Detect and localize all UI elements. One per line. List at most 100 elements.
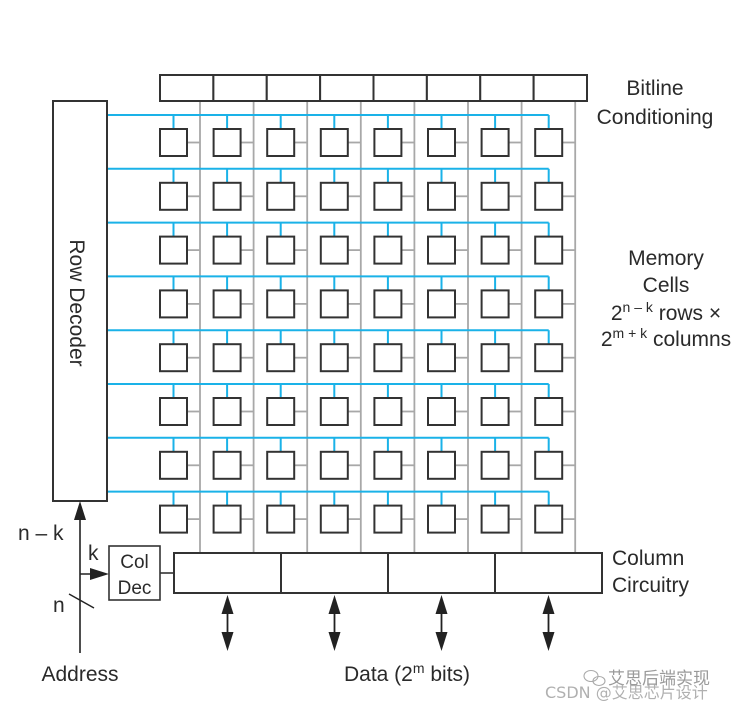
- data-arrow-up-head: [542, 595, 555, 614]
- memory-cell: [266, 343, 296, 373]
- memory-cell: [373, 397, 403, 426]
- address-label: Address: [41, 663, 118, 686]
- memory-cell: [480, 397, 510, 426]
- memory-cell: [480, 235, 510, 265]
- memory-cell: [212, 128, 242, 157]
- bitlines: [187, 101, 577, 553]
- column-circuitry-block: [494, 552, 603, 594]
- memory-cell: [319, 289, 349, 319]
- memory-cell: [319, 504, 349, 534]
- memory-cell: [159, 235, 188, 265]
- bitline-conditioning-block: [319, 74, 375, 102]
- column-circuitry-label-line1: Column: [612, 547, 684, 570]
- memory-cell: [534, 397, 564, 426]
- bitline-conditioning-block: [425, 74, 482, 102]
- data-arrow-down-head: [221, 632, 234, 651]
- memory-cell: [266, 450, 296, 480]
- memory-cell: [427, 235, 456, 265]
- memory-cell: [212, 235, 242, 265]
- memory-cell: [480, 450, 510, 480]
- memory-cell: [534, 181, 564, 211]
- memory-cell: [266, 181, 296, 211]
- data-arrow-up-head: [221, 595, 234, 614]
- wordlines: [107, 114, 550, 506]
- data-arrows: [221, 595, 555, 651]
- memory-cell: [266, 235, 296, 265]
- column-circuitry-block: [387, 552, 496, 594]
- memory-cell: [427, 343, 456, 373]
- bitline-conditioning-block: [372, 74, 428, 102]
- data-arrow-down-head: [542, 632, 555, 651]
- rows-expression: 2n – k rows ×: [611, 299, 721, 325]
- row-decoder-label: Row Decoder: [65, 239, 88, 366]
- memory-cell: [159, 128, 188, 157]
- column-circuitry-block: [173, 552, 282, 594]
- column-circuitry-blocks: [173, 552, 603, 594]
- memory-cell: [319, 450, 349, 480]
- column-circuitry-label-line2: Circuitry: [612, 574, 689, 597]
- bitline-conditioning-label-line1: Bitline: [626, 77, 683, 100]
- memory-cell: [373, 289, 403, 319]
- bus-width-slash: [68, 593, 95, 609]
- memory-cells-label-line1: Memory: [628, 247, 704, 270]
- bitline-conditioning-label-line2: Conditioning: [597, 106, 714, 129]
- bitline-conditioning-block: [479, 74, 535, 102]
- memory-cell: [212, 343, 242, 373]
- wechat-icon: [583, 669, 606, 687]
- memory-cell: [373, 343, 403, 373]
- memory-cell: [373, 504, 403, 534]
- bitline-conditioning-blocks: [159, 74, 588, 102]
- memory-cell: [480, 504, 510, 534]
- memory-cell: [480, 181, 510, 211]
- col-dec-box: [108, 545, 161, 601]
- memory-cell: [373, 128, 403, 157]
- memory-cells-label-line2: Cells: [643, 274, 690, 297]
- memory-cell: [319, 397, 349, 426]
- memory-cell: [480, 289, 510, 319]
- memory-cell: [427, 450, 456, 480]
- col-dec-arrowhead: [90, 568, 109, 580]
- memory-cell: [480, 343, 510, 373]
- memory-cell: [534, 128, 564, 157]
- memory-cell: [159, 343, 188, 373]
- memory-cell: [534, 289, 564, 319]
- watermark-line1: 艾思后端实现: [608, 669, 710, 689]
- memory-cell: [266, 289, 296, 319]
- memory-cell: [212, 397, 242, 426]
- memory-cell: [159, 397, 188, 426]
- data-label: Data (2m bits): [344, 660, 470, 686]
- memory-cell: [534, 343, 564, 373]
- memory-cell: [427, 397, 456, 426]
- memory-cell: [373, 181, 403, 211]
- memory-cell: [159, 289, 188, 319]
- row-decoder-box: [52, 100, 108, 502]
- memory-cell: [534, 235, 564, 265]
- columns-expression: 2m + k columns: [601, 325, 731, 351]
- data-arrow-up-head: [328, 595, 341, 614]
- memory-cell: [427, 289, 456, 319]
- memory-cell: [427, 128, 456, 157]
- memory-cell: [159, 504, 188, 534]
- data-arrow-down-head: [328, 632, 341, 651]
- memory-cell: [427, 181, 456, 211]
- watermark: 艾思后端实现 CSDN @艾思芯片设计: [545, 669, 710, 702]
- memory-cell: [212, 289, 242, 319]
- data-arrow-up-head: [435, 595, 448, 614]
- k-label: k: [88, 542, 99, 565]
- memory-cells: [159, 128, 564, 534]
- memory-cell: [266, 504, 296, 534]
- memory-cell: [319, 343, 349, 373]
- memory-cell: [159, 181, 188, 211]
- row-decoder-arrowhead: [74, 501, 86, 520]
- memory-cell: [266, 397, 296, 426]
- n-minus-k-label: n – k: [18, 522, 64, 545]
- bitline-conditioning-block: [532, 74, 588, 102]
- memory-cell: [534, 450, 564, 480]
- memory-cell: [534, 504, 564, 534]
- memory-cell: [373, 450, 403, 480]
- memory-cell: [212, 181, 242, 211]
- bitline-conditioning-block: [212, 74, 268, 102]
- memory-cell: [159, 450, 188, 480]
- memory-cell: [212, 450, 242, 480]
